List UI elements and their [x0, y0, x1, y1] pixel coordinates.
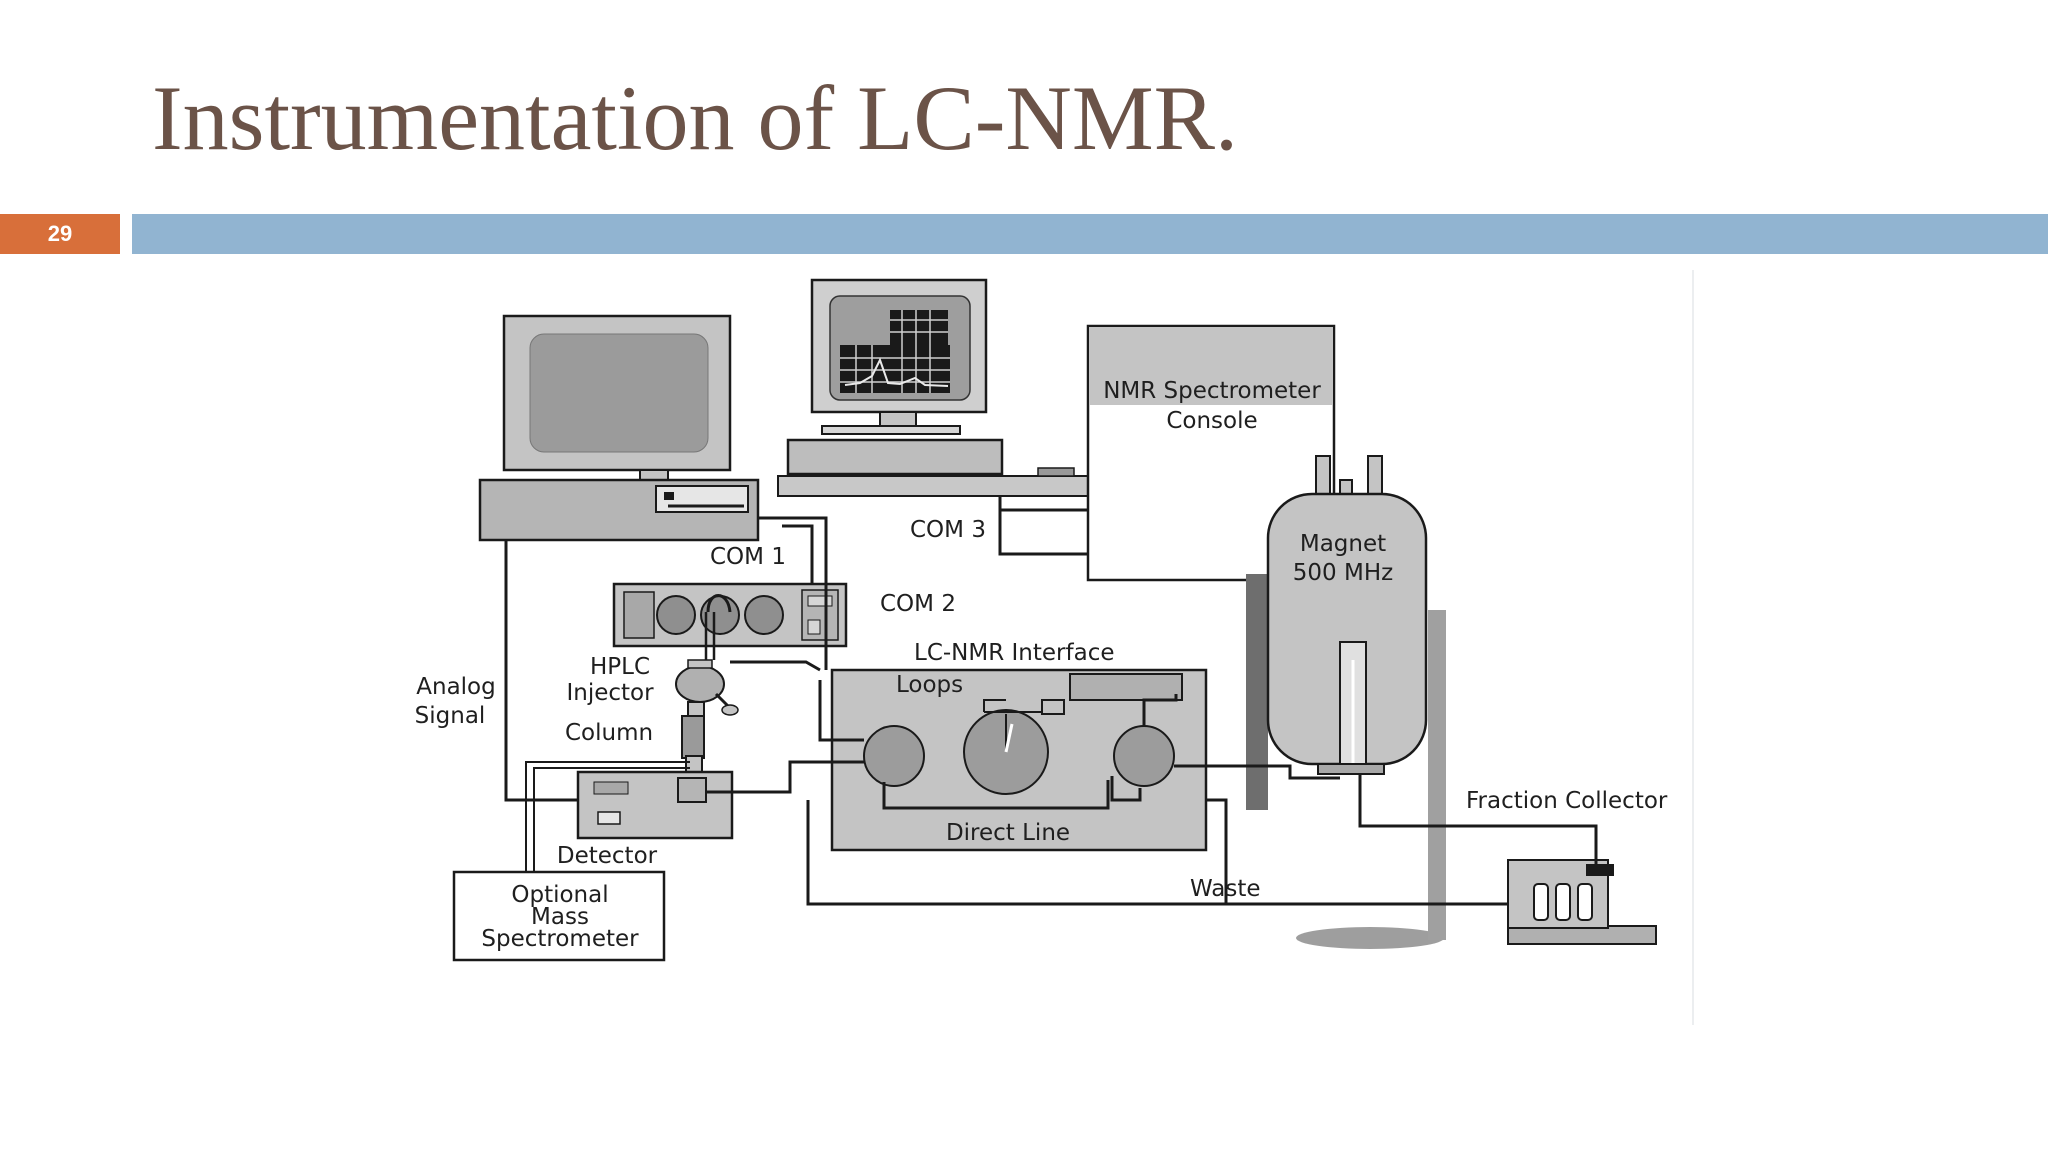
nmr-console-label: NMR Spectrometer	[1103, 378, 1321, 404]
connection-lines	[504, 496, 1598, 906]
vertical-divider	[1692, 270, 1694, 1025]
title-accent-bar	[132, 214, 2048, 254]
mass-spectrometer-label: Mass	[531, 904, 589, 930]
detector	[576, 770, 734, 840]
workstation-computer	[478, 314, 760, 542]
magnet-floor-shadow	[1296, 927, 1444, 949]
fraction-collector-label: Fraction Collector	[1466, 788, 1668, 814]
hplc-pump	[612, 582, 848, 648]
loops-label: Loops	[896, 672, 963, 698]
mass-spectrometer-label: Optional	[511, 882, 608, 908]
fraction-collector-stand	[1428, 610, 1446, 940]
mass-spectrometer-label: Spectrometer	[481, 926, 639, 952]
nmr-console-label: Console	[1166, 408, 1257, 434]
detector-label: Detector	[557, 843, 658, 869]
column	[681, 701, 705, 783]
magnet	[1246, 455, 1428, 810]
spectrometer-computer	[777, 278, 1089, 497]
mass-spectrometer-box	[452, 870, 666, 962]
magnet-label: 500 MHz	[1293, 560, 1393, 586]
lc-nmr-interface	[830, 668, 1208, 852]
column-label: Column	[565, 720, 653, 746]
com1-label: COM 1	[710, 544, 786, 570]
fraction-collector	[1507, 859, 1657, 945]
slide-number-badge: 29	[0, 214, 120, 254]
analog-signal-label: Analog	[416, 674, 495, 700]
direct-line-label: Direct Line	[946, 820, 1070, 846]
analog-signal-label: Signal	[415, 703, 486, 729]
hplc-injector-label: HPLC	[590, 654, 650, 680]
magnet-label: Magnet	[1300, 531, 1386, 557]
com2-label: COM 2	[880, 591, 956, 617]
lc-nmr-interface-label: LC-NMR Interface	[914, 640, 1115, 666]
slide-title: Instrumentation of LC-NMR.	[152, 67, 1238, 169]
hplc-injector	[675, 594, 739, 716]
com3-label: COM 3	[910, 517, 986, 543]
waste-label: Waste	[1190, 876, 1261, 902]
hplc-injector-label: Injector	[566, 680, 654, 706]
